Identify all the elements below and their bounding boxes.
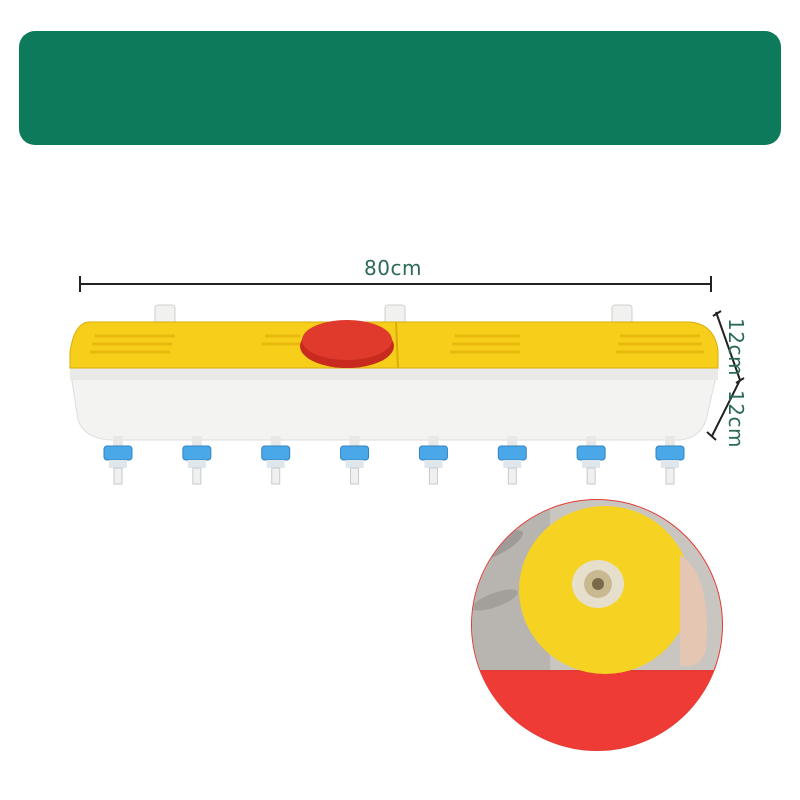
side-dimension-lines <box>706 310 745 441</box>
height-dimension-label: 12cm <box>724 390 748 448</box>
valve <box>497 436 527 485</box>
valve <box>576 436 606 485</box>
yellow-lid <box>69 321 719 369</box>
width-dimension-line <box>79 276 712 292</box>
depth-dimension-label: 12cm <box>724 318 748 376</box>
valve <box>103 436 133 485</box>
width-dimension-label: 80cm <box>364 256 422 280</box>
valve <box>655 436 685 485</box>
valve <box>340 436 370 485</box>
valve <box>182 436 212 485</box>
top-banner <box>19 31 781 145</box>
inset-detail <box>471 499 723 751</box>
red-fill-cap <box>300 320 394 368</box>
valve-row <box>103 436 685 485</box>
valve <box>418 436 448 485</box>
trough-body <box>69 367 719 441</box>
valve <box>261 436 291 485</box>
